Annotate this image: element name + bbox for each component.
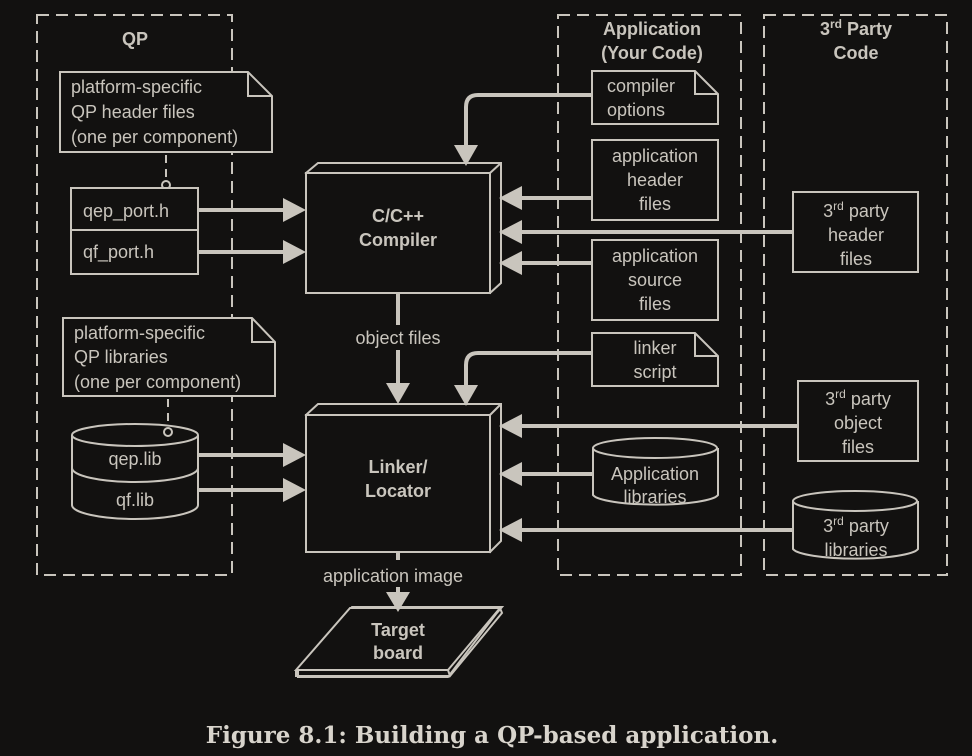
arrow-linker-script-to-linker xyxy=(454,351,592,406)
figure-caption: Figure 8.1: Building a QP-based applicat… xyxy=(206,722,778,749)
arrow-compiler-options-to-compiler xyxy=(454,93,592,166)
arrow-third-party-objects-to-linker xyxy=(499,414,798,438)
box-line: object xyxy=(834,413,882,433)
compiler-box: C/C++ Compiler xyxy=(304,162,502,295)
note-line: platform-specific xyxy=(71,77,202,97)
box-line: source xyxy=(628,270,682,290)
application-group-title-line1: Application xyxy=(603,19,701,39)
box-line: header xyxy=(627,170,683,190)
link-endpoint-icon xyxy=(163,427,173,437)
note-line: (one per component) xyxy=(71,127,238,147)
object-files-label: object files xyxy=(355,328,440,348)
qep-port-h-label: qep_port.h xyxy=(83,201,169,222)
application-group-title-line2: (Your Code) xyxy=(601,43,703,63)
arrow-qep-port-to-compiler xyxy=(198,198,306,222)
target-label-line1: Target xyxy=(371,620,425,640)
cylinder-line: Application xyxy=(611,464,699,484)
linker-script-note: linker script xyxy=(591,332,719,387)
application-image-label: application image xyxy=(323,566,463,586)
qp-header-files-note: platform-specific QP header files (one p… xyxy=(59,71,273,153)
arrow-qf-port-to-compiler xyxy=(198,240,306,264)
box-line: files xyxy=(840,249,872,269)
qp-libraries-note: platform-specific QP libraries (one per … xyxy=(62,317,276,397)
cylinder-line: libraries xyxy=(623,487,686,507)
third-party-group-title-line1: 3rd Party xyxy=(820,17,892,39)
arrow-qf-lib-to-linker xyxy=(198,478,306,502)
box-line: files xyxy=(639,294,671,314)
qp-libraries-cylinder: qep.lib qf.lib xyxy=(71,423,199,520)
arrow-app-sources-to-compiler xyxy=(499,251,592,275)
box-line: 3rd party xyxy=(823,199,889,221)
arrow-app-headers-to-compiler xyxy=(499,186,592,210)
application-group-container xyxy=(557,14,742,576)
note-line: platform-specific xyxy=(74,323,205,343)
note-line: options xyxy=(607,100,665,120)
application-source-files-box: application source files xyxy=(591,239,719,321)
target-board: Target board xyxy=(293,606,505,679)
qp-group-container xyxy=(36,14,233,576)
third-party-group-title-line2: Code xyxy=(834,43,879,63)
note-line: (one per component) xyxy=(74,372,241,392)
box-line: application xyxy=(612,146,698,166)
box-line: application xyxy=(612,246,698,266)
linker-label-line2: Locator xyxy=(365,481,431,501)
box-line: 3rd party xyxy=(825,387,891,409)
qp-group-title: QP xyxy=(122,29,148,49)
compiler-label-line2: Compiler xyxy=(359,230,437,250)
third-party-object-files-box: 3rd party object files xyxy=(797,380,919,462)
note-line: compiler xyxy=(607,76,675,96)
third-party-group-container xyxy=(763,14,948,576)
arrow-qep-lib-to-linker xyxy=(198,443,306,467)
note-line: QP libraries xyxy=(74,347,168,367)
arrow-third-party-headers-to-compiler xyxy=(499,220,793,244)
qf-lib-label: qf.lib xyxy=(116,490,154,510)
compiler-label-line1: C/C++ xyxy=(372,206,424,226)
box-line: files xyxy=(842,437,874,457)
arrow-object-files: object files xyxy=(355,293,441,404)
compiler-options-note: compiler options xyxy=(591,70,719,125)
note-line: linker xyxy=(633,338,676,358)
application-libraries-cylinder: Application libraries xyxy=(592,437,719,507)
note-line: script xyxy=(633,362,676,382)
arrow-application-image: application image xyxy=(323,552,463,612)
box-line: files xyxy=(639,194,671,214)
arrow-app-libraries-to-linker xyxy=(499,462,593,486)
note-line: QP header files xyxy=(71,102,195,122)
third-party-header-files-box: 3rd party header files xyxy=(792,191,919,273)
application-header-files-box: application header files xyxy=(591,139,719,221)
qp-port-headers: qep_port.h qf_port.h xyxy=(70,187,199,275)
qep-lib-label: qep.lib xyxy=(108,449,161,469)
box-line: header xyxy=(828,225,884,245)
qf-port-h-label: qf_port.h xyxy=(83,242,154,263)
linker-box: Linker/ Locator xyxy=(304,403,502,554)
cylinder-line: libraries xyxy=(824,540,887,560)
arrow-third-party-libraries-to-linker xyxy=(499,518,793,542)
linker-label-line1: Linker/ xyxy=(368,457,427,477)
cylinder-line: 3rd party xyxy=(823,514,889,536)
third-party-libraries-cylinder: 3rd party libraries xyxy=(792,490,919,560)
target-label-line2: board xyxy=(373,643,423,663)
